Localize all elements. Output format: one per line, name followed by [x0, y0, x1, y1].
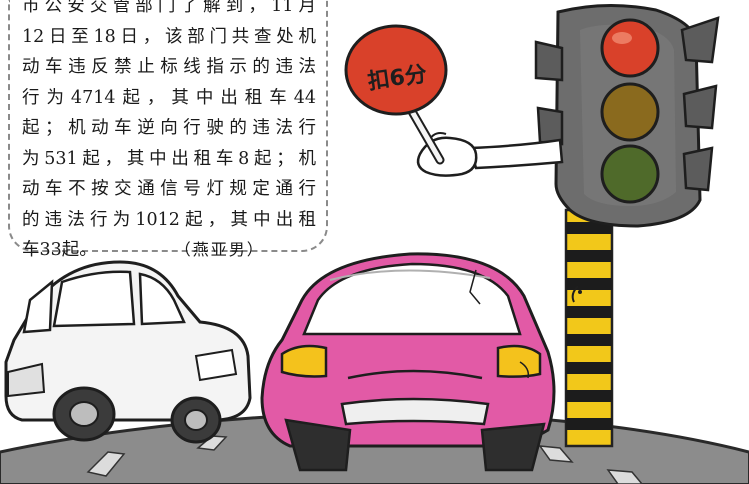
article-line: 动车违反禁止标线指示的违法	[22, 57, 316, 77]
article-line: 的违法行为1012起，其中出租	[22, 209, 316, 230]
article-line: 行为4714起，其中出租车44	[22, 87, 316, 108]
amber-light	[600, 82, 660, 142]
green-light	[600, 144, 660, 204]
article-line: 12日至18日，该部门共查处机	[22, 26, 316, 47]
pole-face	[571, 285, 582, 303]
article-line: 市公安交管部门了解到，11月	[22, 0, 316, 16]
news-article: 市公安交管部门了解到，11月 12日至18日，该部门共查处机 动车违反禁止标线指…	[8, 0, 328, 260]
white-car	[4, 260, 252, 444]
article-line: 车33起。	[22, 240, 97, 260]
pink-car	[260, 252, 556, 472]
article-last-line: 车33起。 （燕亚男）	[22, 235, 316, 266]
article-line: 为531起，其中出租车8起；机	[22, 148, 316, 169]
red-light	[600, 18, 660, 78]
visor-left	[534, 40, 564, 146]
lane-markings	[86, 435, 643, 484]
visor-right	[680, 16, 720, 192]
traffic-light-pole	[564, 208, 614, 448]
penalty-sign	[344, 24, 448, 165]
cartoon-arm	[416, 132, 564, 177]
article-author: （燕亚男）	[182, 240, 265, 259]
article-line: 起；机动车逆向行驶的违法行	[22, 118, 316, 138]
article-line: 动车不按交通信号灯规定通行	[22, 179, 316, 199]
traffic-light	[534, 4, 720, 228]
